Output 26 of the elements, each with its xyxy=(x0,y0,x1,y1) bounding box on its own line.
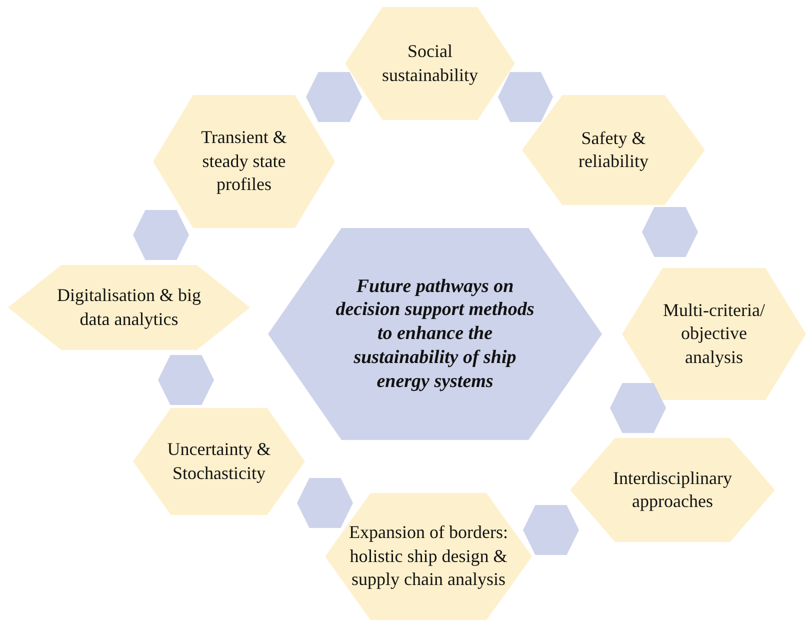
node-label: Expansion of borders: holistic ship design & supply chain analysis xyxy=(348,521,508,592)
node-label: Uncertainty & Stochasticity xyxy=(166,438,272,485)
hexagon-shape xyxy=(268,228,602,440)
central-heading: Future pathways on decision support methods to enhance the sustainability of ship energy systems xyxy=(334,274,536,394)
hexagon-shape xyxy=(345,7,515,120)
node-label: Interdisciplinary approaches xyxy=(612,466,733,513)
node-label: Multi-criteria/ objective analysis xyxy=(662,298,766,369)
hexagon-shape xyxy=(522,95,705,205)
hexagon-shape xyxy=(158,355,214,405)
node-label: Social sustainability xyxy=(381,40,479,87)
hexagon-shape xyxy=(133,210,189,260)
hexagon-shape xyxy=(570,438,775,542)
hexagon-shape xyxy=(523,505,579,555)
node-label: Digitalisation & big data analytics xyxy=(56,284,202,331)
hexagon-shape xyxy=(133,408,305,515)
hexagon-shape xyxy=(306,72,362,122)
hexagon-shape xyxy=(622,268,806,400)
hexagon-shape xyxy=(297,478,353,528)
hexagon-shape xyxy=(8,265,250,350)
node-label: Safety & reliability xyxy=(578,126,650,173)
node-label: Transient & steady state profiles xyxy=(200,126,288,196)
hexagon-shape xyxy=(325,493,532,620)
hexagon-shape xyxy=(498,72,553,122)
hexagon-shape xyxy=(642,207,698,257)
hexagon-shape xyxy=(153,95,335,228)
hexagon-shape xyxy=(610,383,666,433)
